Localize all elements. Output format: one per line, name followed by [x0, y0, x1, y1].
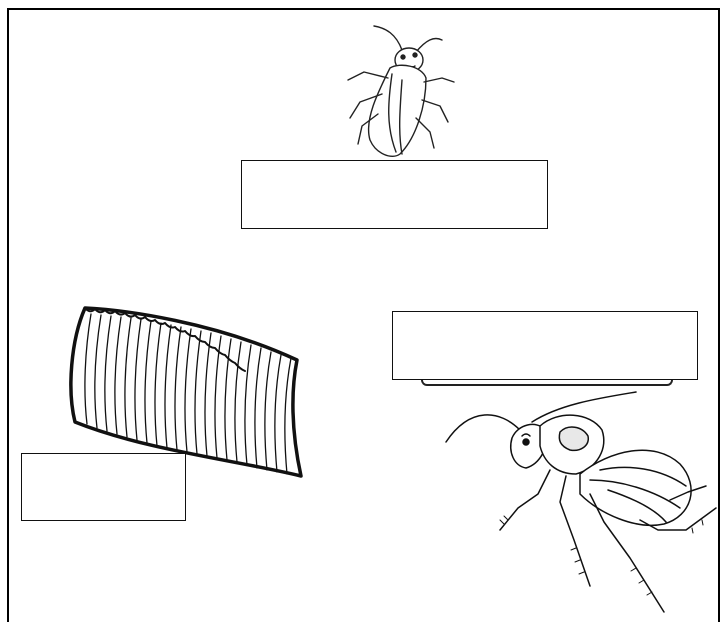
egg-case-label-box[interactable]	[21, 453, 186, 521]
nymph-label-box[interactable]	[241, 160, 548, 229]
nymph-cockroach-icon	[330, 22, 460, 162]
adult-label-box[interactable]	[392, 311, 698, 380]
adult-cockroach-icon	[440, 390, 720, 620]
